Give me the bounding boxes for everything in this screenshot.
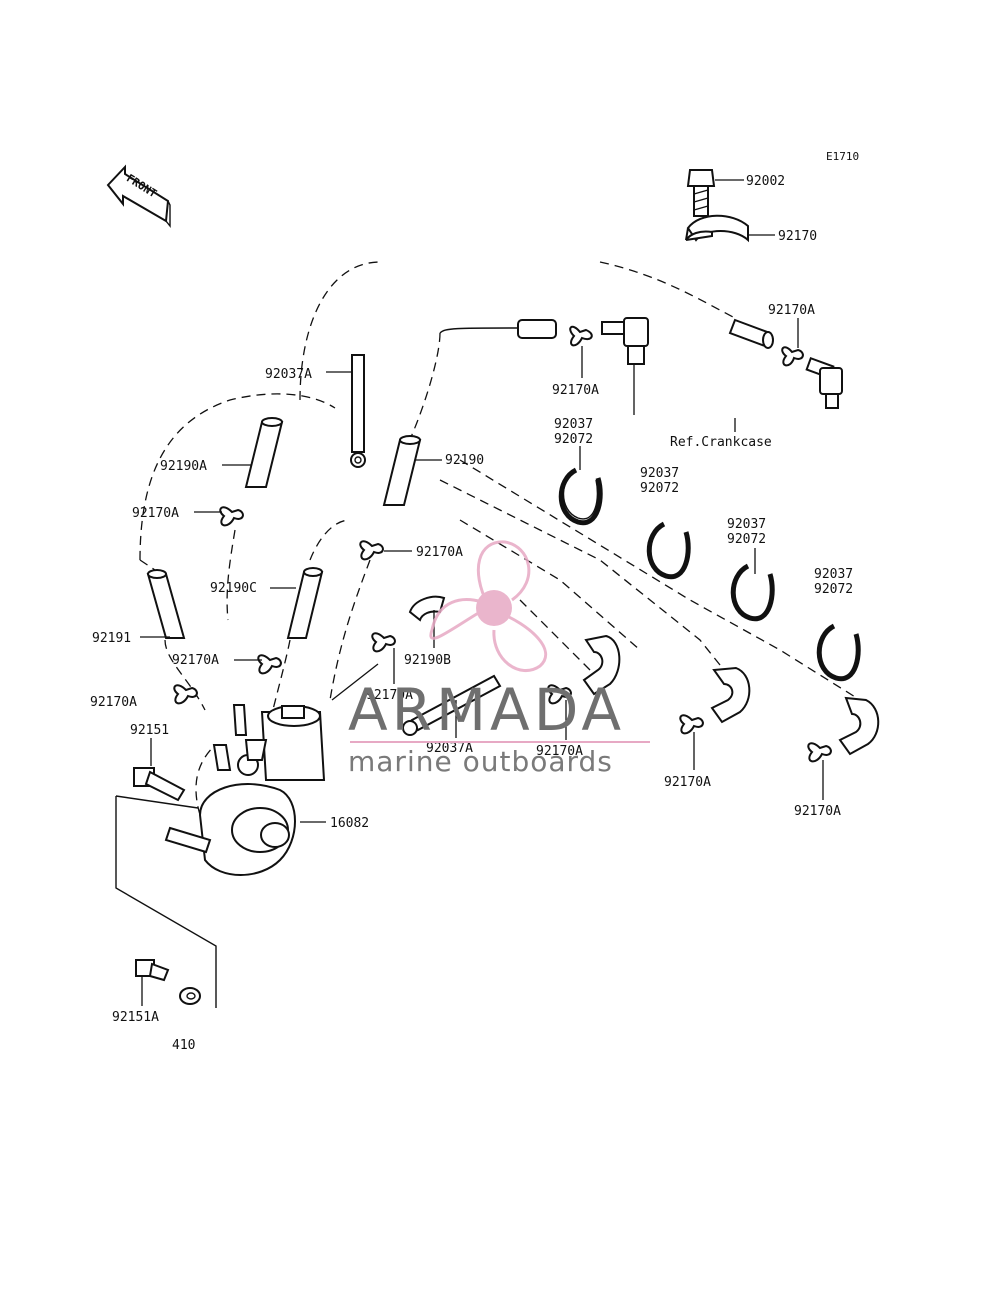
band-clamp-icon [816, 623, 861, 682]
hose-clip-icon [173, 684, 198, 705]
label-92170a-mid: 92170A [366, 688, 413, 703]
hose-clip-icon [219, 506, 244, 527]
front-arrow-icon: FRONT [106, 164, 171, 228]
band-clamp-icon [646, 521, 691, 580]
hose-clip-icon [547, 684, 572, 705]
tube-92190c-icon [286, 567, 324, 639]
bolt-icon [686, 169, 716, 217]
label-92037a-lower: 92037A [426, 741, 473, 756]
inset-frame [115, 795, 217, 1008]
label-410: 410 [172, 1038, 195, 1053]
label-92037-92072-c: 92037 92072 [727, 517, 766, 547]
label-92072: 92072 [554, 432, 593, 447]
bent-hose-icon [710, 666, 751, 724]
ref-crankcase-label: Ref.Crankcase [670, 435, 772, 450]
label-92037a-upper: 92037A [265, 367, 312, 382]
label-92151: 92151 [130, 723, 169, 738]
washer-icon [179, 987, 201, 1005]
bolt-icon [135, 959, 170, 982]
label-92170a-bottom-mid: 92170A [536, 744, 583, 759]
clamp-bracket-icon [685, 214, 749, 243]
strap-icon [350, 354, 366, 468]
label-92072: 92072 [640, 481, 679, 496]
hose-clip-icon [371, 632, 396, 653]
propeller-icon [429, 540, 548, 673]
label-92170a-left: 92170A [132, 506, 179, 521]
elbow-fitting-icon [805, 356, 843, 409]
short-tube-icon [517, 319, 557, 339]
hose-clip-icon [781, 346, 804, 367]
label-92037: 92037 [640, 466, 679, 481]
armada-watermark: ARMADA marine outboards [348, 540, 650, 778]
label-92002: 92002 [746, 174, 785, 189]
label-92190a: 92190A [160, 459, 207, 474]
label-92072: 92072 [814, 582, 853, 597]
hose-line-top [439, 327, 521, 334]
fuel-pump-assembly-icon [164, 704, 326, 876]
band-clamp-icon [558, 467, 603, 526]
tube-92190-icon [382, 435, 422, 506]
band-clamp-icon [730, 563, 775, 622]
tube-92190a-icon [244, 417, 284, 488]
label-92037: 92037 [554, 417, 593, 432]
part-labels: E1710 92002 92170 92170A 92170A Ref.Cran… [90, 150, 859, 1053]
label-92170a-far-right: 92170A [794, 804, 841, 819]
hose-routing-lines [139, 261, 861, 816]
bent-hose-icon [838, 696, 880, 756]
label-92170a-far-left: 92170A [90, 695, 137, 710]
label-92190: 92190 [445, 453, 484, 468]
label-92190b: 92190B [404, 653, 451, 668]
hose-clip-icon [257, 654, 282, 675]
hose-clip-icon [807, 742, 832, 763]
hose-clip-icon [359, 540, 384, 561]
label-92151a: 92151A [112, 1010, 159, 1025]
label-92037-92072-d: 92037 92072 [814, 567, 853, 597]
watermark-tagline: marine outboards [348, 745, 613, 778]
tube-92191-icon [146, 569, 186, 639]
label-92037-92072-b: 92037 92072 [640, 466, 679, 496]
label-92170a-top-mid: 92170A [552, 383, 599, 398]
elbow-fitting-icon [601, 317, 649, 365]
label-92191: 92191 [92, 631, 131, 646]
diagram-code: E1710 [826, 150, 859, 163]
label-92170a-top-right: 92170A [768, 303, 815, 318]
watermark-brand: ARMADA [348, 676, 625, 744]
label-16082: 16082 [330, 816, 369, 831]
hose-clip-icon [569, 325, 593, 347]
leader-lines [140, 179, 824, 1006]
tube-icon [728, 318, 774, 349]
label-92037: 92037 [814, 567, 853, 582]
label-92072: 92072 [727, 532, 766, 547]
hose-clip-icon [679, 714, 704, 735]
label-92170a-center: 92170A [416, 545, 463, 560]
label-92190c: 92190C [210, 581, 257, 596]
label-92170a-bottom-right: 92170A [664, 775, 711, 790]
label-92037: 92037 [727, 517, 766, 532]
hose-92190b-icon [408, 595, 446, 622]
label-92037-92072-a: 92037 92072 [554, 417, 593, 447]
label-92170: 92170 [778, 229, 817, 244]
label-92170a-lower-left: 92170A [172, 653, 219, 668]
bent-hose-icon [582, 634, 621, 696]
bolt-icon [133, 767, 186, 802]
